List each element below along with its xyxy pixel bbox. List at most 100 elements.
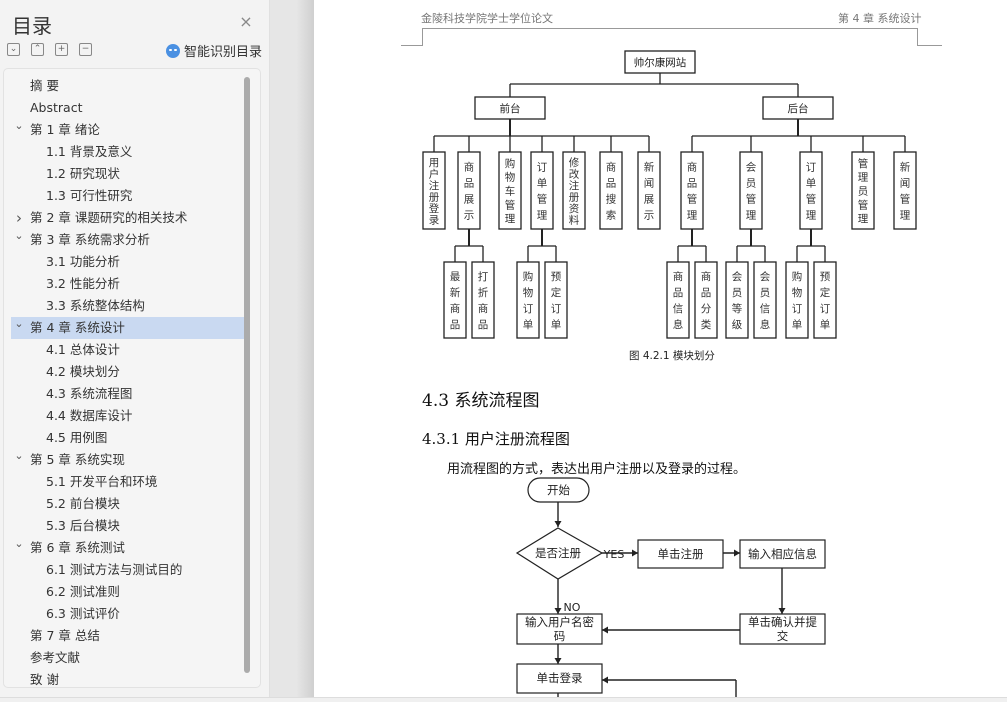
confirm-submit-label: 单击确认并提 [748,615,817,629]
front-node-label: 前台 [500,102,521,115]
module-node-char: 商 [464,161,475,174]
toc-scrollbar[interactable] [244,77,250,673]
toc-item-label: 4.1 总体设计 [46,342,120,357]
module-node-char: 理 [687,210,698,222]
decision-node [515,527,604,580]
toc-chapter-item[interactable]: Abstract [4,97,244,119]
toc-section-item[interactable]: 6.3 测试评价 [4,603,244,625]
subsection-heading: 4.3.1 用户注册流程图 [422,430,570,448]
module-node-char: 单 [537,178,548,190]
module-node-char: 理 [505,213,516,225]
module-node-char: 理 [858,213,869,225]
toc-item-label: 6.2 测试准则 [46,584,120,599]
module-node-char: 员 [746,178,757,190]
submodule-node-char: 品 [450,319,461,331]
module-node-char: 登 [429,202,440,215]
submodule-node-char: 分 [701,303,712,315]
arrow-head [778,608,786,614]
submodule-node [753,261,777,339]
module-node-char: 新 [644,161,655,174]
toc-item-label: 摘 要 [30,78,59,93]
start-node [527,477,590,503]
chevron-down-icon[interactable]: ⌄ [14,119,24,132]
remove-item-button[interactable]: − [79,43,92,56]
toc-section-item[interactable]: 6.1 测试方法与测试目的 [4,559,244,581]
module-diagram: 帅尔康网站前台后台用户注册登录商品展示最新商品打折商品购物车管理订单管理购物订单… [422,50,917,339]
yes-label: YES [603,548,625,561]
submodule-node-char: 新 [450,286,461,299]
toc-chapter-item[interactable]: ⌄第 1 章 绪论 [4,119,244,141]
expand-all-button[interactable]: ⌄ [7,43,20,56]
submodule-node-char: 订 [551,303,562,315]
module-node-char: 管 [746,193,757,206]
module-node-char: 管 [806,193,817,206]
toc-chapter-item[interactable]: 第 7 章 总结 [4,625,244,647]
toc-section-item[interactable]: 4.4 数据库设计 [4,405,244,427]
ai-bot-icon [166,43,180,58]
root-node-label: 帅尔康网站 [634,56,687,69]
chevron-down-icon[interactable]: ⌄ [14,537,24,550]
submodule-node-char: 息 [673,318,684,331]
submodule-node-char: 单 [523,319,534,331]
submodule-node-char: 品 [673,287,684,299]
toc-section-item[interactable]: 5.3 后台模块 [4,515,244,537]
toc-section-item[interactable]: 5.2 前台模块 [4,493,244,515]
toc-section-item[interactable]: 4.5 用例图 [4,427,244,449]
module-node-char: 理 [537,210,548,222]
toc-chapter-item[interactable]: 致 谢 [4,669,244,687]
toc-section-item[interactable]: 1.1 背景及意义 [4,141,244,163]
toc-section-item[interactable]: 6.2 测试准则 [4,581,244,603]
toc-chapter-item[interactable]: ⌄第 6 章 系统测试 [4,537,244,559]
module-node-char: 新 [900,161,911,174]
toc-chapter-item[interactable]: ⌄第 3 章 系统需求分析 [4,229,244,251]
module-node-char: 资 [569,203,580,215]
module-node-char: 商 [687,161,698,174]
close-icon[interactable]: × [239,12,253,31]
submodule-node-char: 物 [792,286,803,299]
module-node-char: 管 [900,193,911,206]
click-login-node [516,663,603,694]
start-label: 开始 [547,483,570,497]
module-node-char: 展 [464,194,475,206]
input-credentials-node [516,613,603,645]
toc-section-item[interactable]: 4.3 系统流程图 [4,383,244,405]
module-node [599,151,623,230]
chevron-down-icon[interactable]: ⌄ [14,449,24,462]
toc-chapter-item[interactable]: ⌄第 5 章 系统实现 [4,449,244,471]
toc-section-item[interactable]: 1.2 研究现状 [4,163,244,185]
confirm-submit-node [739,613,826,645]
toc-item-label: 4.2 模块划分 [46,364,120,379]
smart-toc-button[interactable]: 智能识别目录 [166,41,262,60]
toc-chapter-item[interactable]: 摘 要 [4,75,244,97]
module-node-char: 搜 [606,193,617,206]
module-node-char: 管 [505,198,516,211]
input-credentials-label: 输入用户名密 [525,615,594,629]
module-node-char: 购 [505,157,516,170]
toc-section-item[interactable]: 3.3 系统整体结构 [4,295,244,317]
chevron-down-icon[interactable]: ⌄ [14,229,24,242]
toc-item-label: 6.3 测试评价 [46,606,120,621]
module-node [422,151,446,230]
collapse-all-button[interactable]: ⌃ [31,43,44,56]
toc-section-item[interactable]: 3.2 性能分析 [4,273,244,295]
toc-section-item[interactable]: 5.1 开发平台和环境 [4,471,244,493]
toc-section-item[interactable]: 4.1 总体设计 [4,339,244,361]
toc-item-label: 参考文献 [30,650,81,665]
toc-section-item[interactable]: 4.2 模块划分 [4,361,244,383]
chevron-down-icon[interactable]: ⌄ [14,317,24,330]
chevron-right-icon[interactable]: › [16,209,22,227]
toc-chapter-item[interactable]: 参考文献 [4,647,244,669]
toc-chapter-item[interactable]: ›第 2 章 课题研究的相关技术 [4,207,244,229]
module-node-char: 物 [505,171,516,184]
submodule-node [516,261,540,339]
arrow-head [554,521,562,527]
module-node-char: 车 [505,185,516,198]
submodule-node [694,261,718,339]
submodule-node [785,261,809,339]
toc-section-item[interactable]: 3.1 功能分析 [4,251,244,273]
add-item-button[interactable]: + [55,43,68,56]
toc-section-item[interactable]: 1.3 可行性研究 [4,185,244,207]
toc-chapter-item[interactable]: ⌄第 4 章 系统设计 [11,317,244,339]
